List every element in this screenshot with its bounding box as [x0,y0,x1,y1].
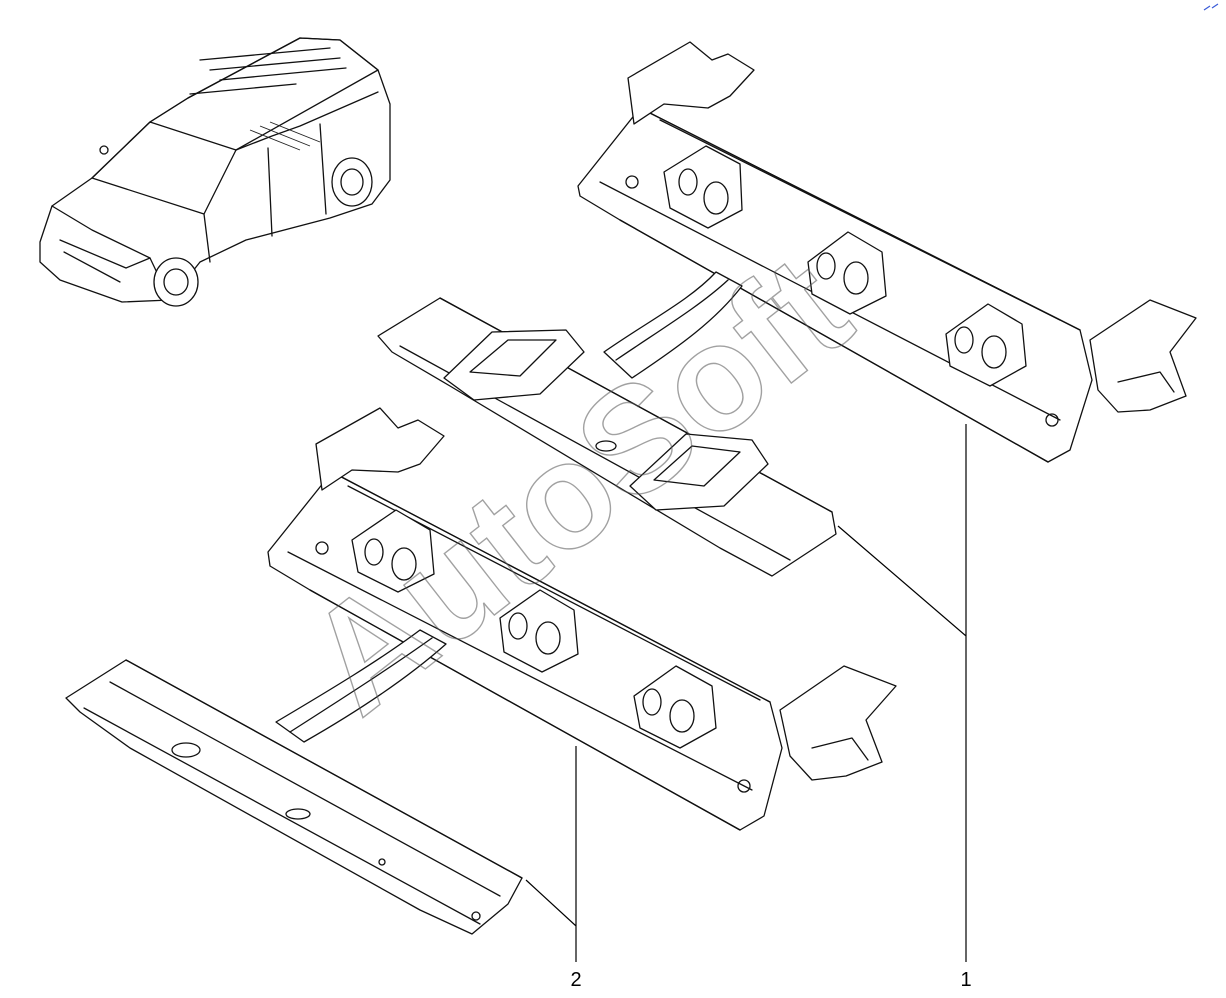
callout-1: 1 [960,969,971,991]
callout-2: 2 [570,969,581,991]
vehicle-thumbnail [39,37,391,307]
leader-line-1 [837,424,967,962]
leader-lines [525,424,967,962]
leader-line-2 [525,746,577,962]
corner-mark-icon [1203,3,1219,11]
lower-frame-assembly [65,407,897,935]
upper-frame-assembly [377,41,1197,577]
